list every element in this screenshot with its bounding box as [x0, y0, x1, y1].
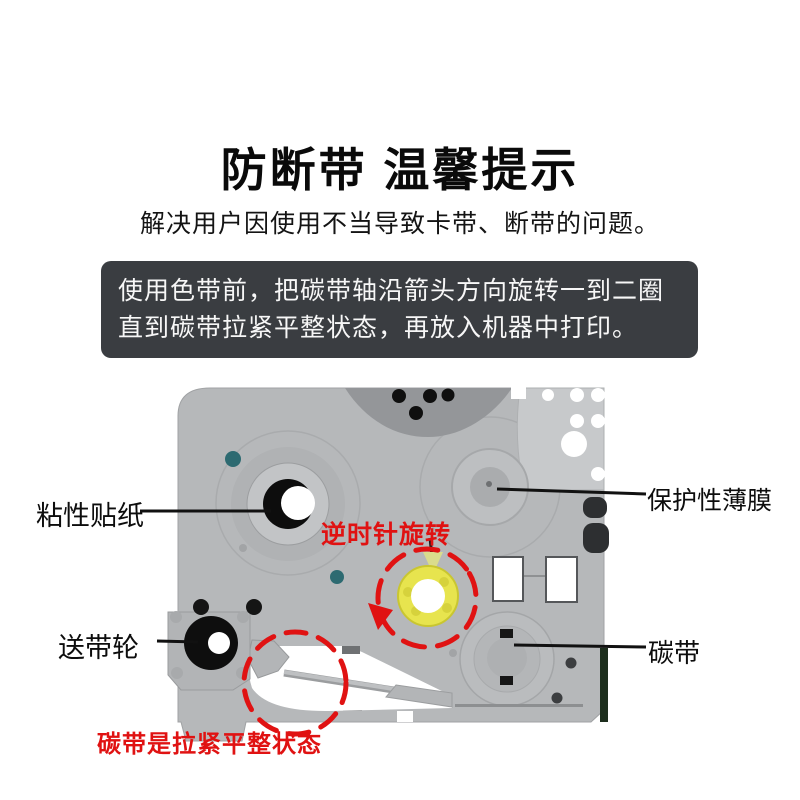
feed-wheel-hole	[208, 632, 230, 654]
edge-cutout	[583, 523, 609, 553]
top-hole	[409, 406, 423, 420]
screw-dot	[565, 657, 577, 669]
flange	[516, 387, 605, 491]
leader-ribbon	[513, 643, 647, 649]
state-dashed-circle	[241, 629, 349, 737]
black-dot	[246, 599, 262, 615]
boss-ear	[170, 611, 182, 623]
page-title: 防断带 温馨提示	[220, 144, 580, 196]
boss-ear	[237, 611, 249, 623]
label-ribbon: 碳带	[648, 638, 701, 668]
flange-hole-large	[561, 431, 587, 457]
flange-hole	[542, 389, 554, 401]
film-boss-center	[470, 467, 510, 507]
rotate-dashed-circle	[375, 546, 479, 650]
flange-hole	[591, 414, 605, 428]
rotate-arrowhead	[368, 603, 393, 630]
spool-seam-left	[215, 430, 361, 576]
notice-box: 使用色带前，把碳带轴沿箭头方向旋转一到二圈 直到碳带拉紧平整状态，再放入机器中打…	[101, 261, 698, 358]
guide-wedge	[385, 684, 453, 708]
yellow-spool-petal	[403, 587, 413, 597]
edge-cutout	[583, 497, 607, 518]
teal-dot	[225, 451, 241, 467]
pin-mark	[239, 544, 247, 552]
label-feed-wheel: 送带轮	[58, 633, 139, 663]
yellow-spool-petal	[442, 603, 452, 613]
flange-hole	[591, 388, 605, 402]
top-hole	[441, 388, 455, 402]
ribbon-boss-slot	[500, 676, 513, 685]
ribbon-boss-slot	[500, 629, 513, 638]
flange-hole	[570, 388, 584, 402]
top-notch	[345, 388, 512, 437]
bottom-notch	[397, 711, 413, 722]
label-rotate-counterclockwise: 逆时针旋转	[321, 521, 452, 549]
flange-hole	[570, 414, 584, 428]
boss-ear	[171, 667, 183, 679]
teal-dot	[330, 570, 344, 584]
pin-mark	[449, 649, 457, 657]
square-window	[492, 556, 524, 602]
groove	[455, 704, 583, 707]
leader-feed-wheel	[156, 639, 199, 644]
notice-line-1: 使用色带前，把碳带轴沿箭头方向旋转一到二圈	[118, 277, 665, 305]
ribbon-boss-hole	[487, 638, 527, 678]
black-dot	[193, 599, 209, 615]
yellow-spool-hole	[411, 579, 445, 613]
leader-protective-film	[496, 487, 647, 496]
tape-strip	[600, 648, 608, 722]
label-protective-film: 保护性薄膜	[647, 487, 773, 515]
top-hole	[423, 389, 437, 403]
top-hole	[392, 389, 406, 403]
opening-notch	[342, 646, 360, 654]
spool-needle-wedge	[423, 552, 443, 574]
yellow-spool-petal	[439, 577, 449, 587]
flange-hole	[591, 467, 605, 481]
notice-line-2: 直到碳带拉紧平整状态，再放入机器中打印。	[118, 314, 639, 342]
guide-arm	[283, 670, 401, 692]
square-window	[545, 556, 578, 603]
screw-dot	[551, 692, 563, 704]
left-spool-hole-light	[281, 486, 315, 520]
flange-notch	[511, 385, 526, 399]
label-ribbon-flat-state: 碳带是拉紧平整状态	[97, 731, 322, 758]
film-boss-dot	[486, 481, 492, 487]
page-subtitle: 解决用户因使用不当导致卡带、断带的问题。	[139, 210, 660, 238]
label-adhesive-sticker: 粘性贴纸	[36, 501, 144, 531]
